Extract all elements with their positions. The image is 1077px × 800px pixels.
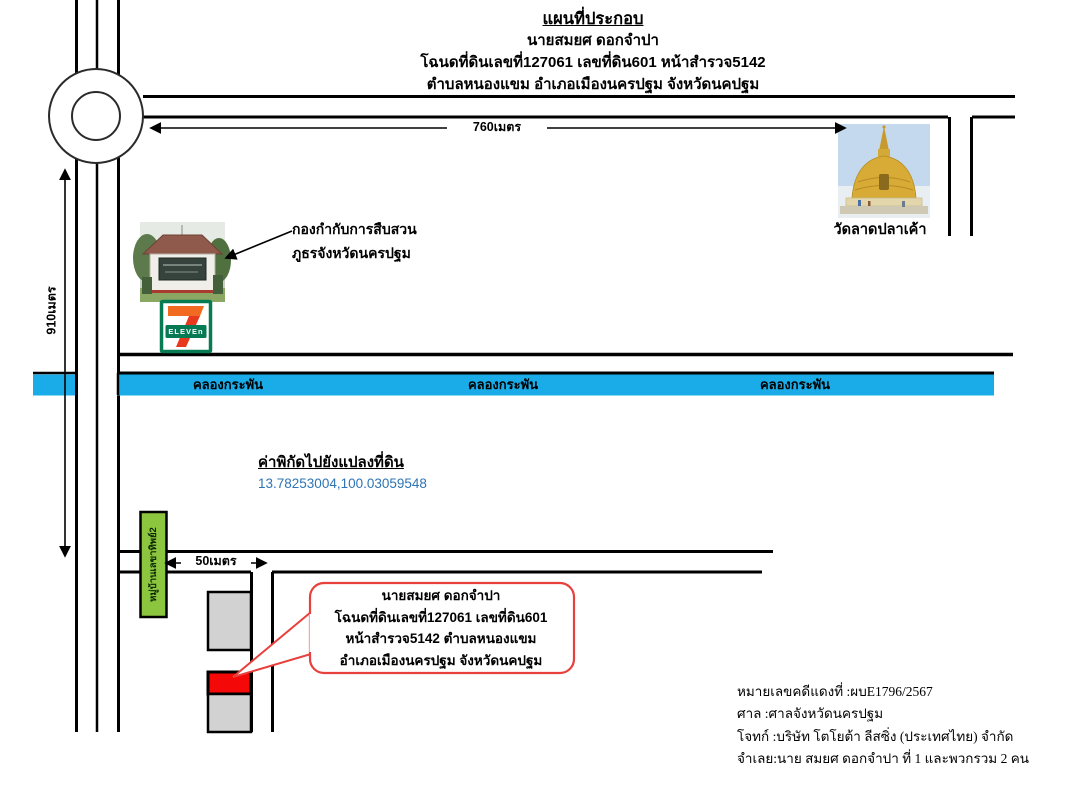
land-parcels bbox=[206, 590, 253, 734]
distance-label-760m: 760เมตร bbox=[447, 119, 547, 136]
distance-label-910m: 910เมตร bbox=[44, 286, 59, 335]
roads bbox=[75, 0, 1015, 732]
canal-label-1: คลองกระพัน bbox=[192, 377, 264, 392]
police-label-line2: ภูธรจังหวัดนครปฐม bbox=[292, 245, 411, 261]
callout-line4: อำเภอเมืองนครปฐม จังหวัดนคปฐม bbox=[339, 652, 543, 668]
case-number-line: หมายเลขคดีแดงที่ :ผบE1796/2567 bbox=[737, 684, 933, 699]
eleven-band-text: ELEVEn bbox=[168, 326, 204, 336]
village-sign bbox=[139, 510, 168, 619]
defendant-line: จำเลย:นาย สมยศ ดอกจำปา ที่ 1 และพวกรวม 2… bbox=[737, 751, 1029, 767]
canal-label-2: คลองกระพัน bbox=[467, 377, 539, 392]
police-station-photo bbox=[133, 222, 231, 302]
seven-digit-bar bbox=[168, 306, 204, 316]
roundabout bbox=[48, 68, 144, 164]
case-info-block: หมายเลขคดีแดงที่ :ผบE1796/2567 ศาล :ศาลจ… bbox=[737, 681, 1029, 771]
house-sign bbox=[158, 257, 207, 281]
police-pointer-arrow bbox=[224, 230, 293, 260]
canal-strip-left bbox=[33, 374, 75, 396]
canal-strip bbox=[117, 374, 994, 396]
callout-line2: โฉนดที่ดินเลขที่127061 เลขที่ดิน601 bbox=[334, 609, 548, 625]
police-station-label: กองกำกับการสืบสวน ภูธรจังหวัดนครปฐม bbox=[292, 217, 417, 265]
coordinates-value: 13.78253004,100.03059548 bbox=[258, 476, 427, 491]
coordinates-heading: ค่าพิกัดไปยังแปลงที่ดิน bbox=[258, 454, 404, 471]
page-title: แผนที่ประกอบ bbox=[542, 10, 644, 28]
seven-eleven-logo-icon bbox=[159, 299, 213, 354]
police-label-line1: กองกำกับการสืบสวน bbox=[292, 221, 417, 237]
chedi-spire bbox=[879, 126, 889, 151]
target-parcel bbox=[206, 670, 253, 696]
title-owner: นายสมยศ ดอกจำปา bbox=[527, 32, 659, 49]
village-sign-text: หมู่บ้านเลขาทิพย์2 bbox=[148, 527, 159, 602]
title-location: ตำบลหนองแขม อำเภอเมืองนครปฐม จังหวัดนคปฐ… bbox=[426, 76, 760, 93]
title-deed: โฉนดที่ดินเลขที่127061 เลขที่ดิน601 หน้า… bbox=[420, 54, 766, 71]
callout-line3: หน้าสำรวจ5142 ตำบลหนองแขม bbox=[345, 631, 537, 646]
neighbor-parcel bbox=[206, 590, 253, 652]
temple-label: วัดลาดปลาเค้า bbox=[833, 222, 927, 238]
eleven-band bbox=[165, 325, 207, 338]
title-block: แผนที่ประกอบ นายสมยศ ดอกจำปา โฉนดที่ดินเ… bbox=[353, 8, 833, 96]
callout-line1: นายสมยศ ดอกจำปา bbox=[381, 588, 501, 603]
neighbor-parcel bbox=[206, 692, 253, 734]
court-line: ศาล :ศาลจังหวัดนครปฐม bbox=[737, 706, 884, 722]
temple-photo bbox=[838, 124, 930, 218]
distance-label-50m: 50เมตร bbox=[181, 553, 251, 570]
canal-label-3: คลองกระพัน bbox=[759, 377, 831, 392]
plaintiff-line: โจทก์ :บริษัท โตโยต้า ลีสซิ่ง (ประเทศไทย… bbox=[737, 728, 1014, 744]
callout-bubble bbox=[232, 581, 576, 678]
callout-text: นายสมยศ ดอกจำปา โฉนดที่ดินเลขที่127061 เ… bbox=[312, 585, 570, 671]
canal bbox=[33, 371, 994, 396]
